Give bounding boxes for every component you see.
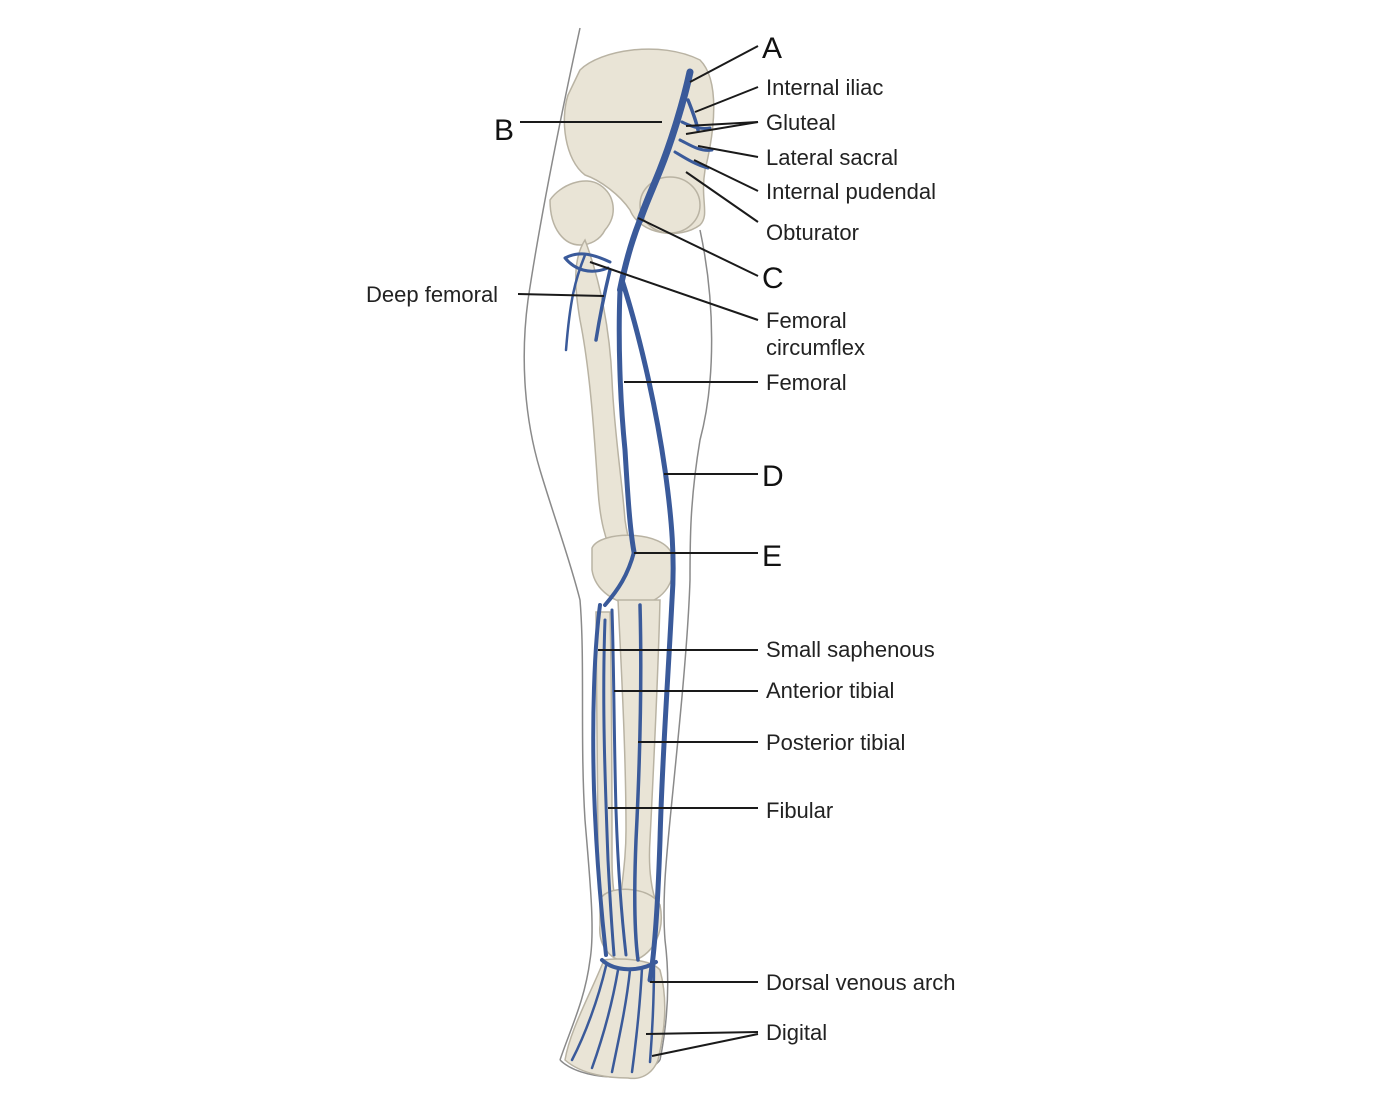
leader-gluteal-2: [685, 121, 759, 135]
vein-labels: Internal iliac Gluteal Lateral sacral In…: [366, 75, 956, 1045]
letter-B: B: [494, 114, 514, 147]
label-internal-iliac: Internal iliac: [766, 75, 883, 100]
circumflex-branch-2: [564, 253, 587, 352]
digital-vein-2: [590, 968, 620, 1070]
label-femoral-circumflex-line1: Femoral: [766, 308, 847, 333]
veins: [563, 68, 714, 1074]
lateral-sacral-branch: [678, 138, 714, 152]
letter-D: D: [762, 460, 784, 493]
letter-markers: A B C D E: [494, 32, 784, 573]
label-femoral-circumflex-line2: circumflex: [766, 335, 865, 360]
letter-C: C: [762, 262, 784, 295]
label-gluteal: Gluteal: [766, 110, 836, 135]
posterior-tibial-vein: [632, 603, 643, 962]
label-small-saphenous: Small saphenous: [766, 637, 935, 662]
dorsal-venous-arch-vein: [600, 958, 658, 972]
leader-C: [637, 217, 759, 277]
label-deep-femoral: Deep femoral: [366, 282, 498, 307]
popliteal-vein: [603, 550, 636, 607]
leader-internal-iliac: [694, 86, 759, 113]
label-femoral: Femoral: [766, 370, 847, 395]
label-fibular: Fibular: [766, 798, 833, 823]
digital-vein-3: [610, 968, 632, 1074]
femoral-circumflex-vein: [563, 252, 612, 273]
label-digital: Digital: [766, 1020, 827, 1045]
gluteal-branch: [680, 120, 712, 130]
leader-lines: [517, 45, 759, 1057]
small-saphenous-vein: [591, 603, 608, 957]
leader-digital-1: [645, 1031, 759, 1035]
common-iliac-vein: [636, 68, 694, 224]
leader-gluteal-1: [685, 121, 759, 127]
label-internal-pudendal: Internal pudendal: [766, 179, 936, 204]
femoral-vein: [616, 287, 637, 555]
anterior-tibial-vein: [610, 608, 628, 957]
internal-pudendal-branch: [673, 150, 710, 170]
great-saphenous-vein: [619, 277, 676, 983]
letter-A: A: [762, 32, 782, 65]
label-dorsal-venous-arch: Dorsal venous arch: [766, 970, 956, 995]
leader-digital-2: [651, 1033, 759, 1057]
leader-lateral-sacral: [697, 145, 759, 158]
femur-head: [549, 180, 614, 246]
leader-deep-femoral: [517, 293, 605, 297]
deep-femoral-vein: [594, 268, 612, 342]
label-posterior-tibial: Posterior tibial: [766, 730, 905, 755]
label-lateral-sacral: Lateral sacral: [766, 145, 898, 170]
label-obturator: Obturator: [766, 220, 859, 245]
letter-E: E: [762, 540, 782, 573]
leader-femoral-circumflex: [589, 261, 759, 321]
digital-vein-4: [630, 966, 644, 1074]
digital-vein-5: [648, 962, 656, 1064]
label-anterior-tibial: Anterior tibial: [766, 678, 894, 703]
leader-internal-pudendal: [693, 159, 759, 192]
fibular-vein: [602, 618, 616, 957]
leader-A: [689, 45, 759, 83]
digital-vein-1: [570, 964, 608, 1062]
leader-obturator: [685, 171, 759, 223]
